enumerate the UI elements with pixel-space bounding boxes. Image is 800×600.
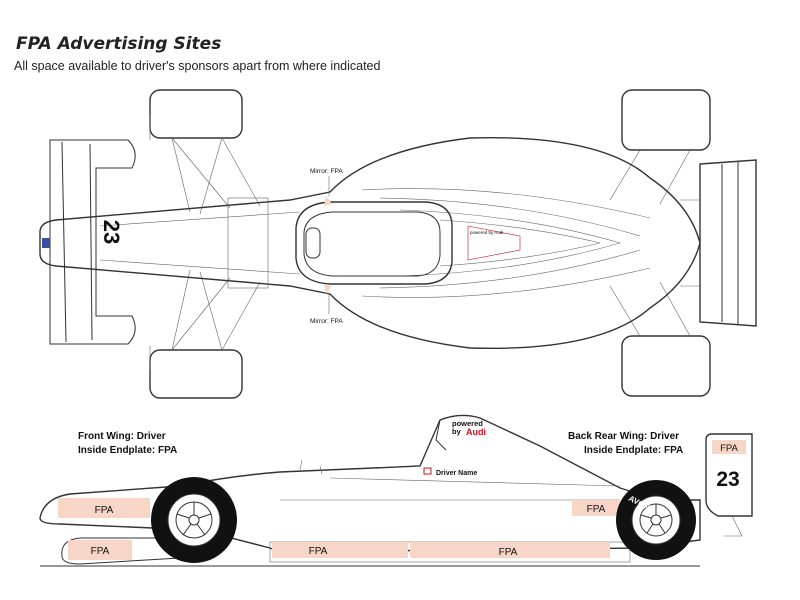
top-rear-wing (680, 159, 757, 327)
top-mirror-upper: Mirror: FPA (310, 168, 343, 206)
side-fpa-nose: FPA (58, 498, 150, 518)
svg-text:powered: powered (452, 419, 483, 428)
front-wing-label-2: Inside Endplate: FPA (78, 445, 177, 456)
side-fpa-front-wing: FPA (68, 540, 132, 560)
top-front-wheel-lower (149, 349, 243, 399)
top-body (39, 136, 701, 350)
endplate-fpa-text: FPA (720, 443, 738, 454)
rear-wing-label-2: Inside Endplate: FPA (584, 445, 683, 456)
top-view: powered by Audi 23 Mirror: FPA Mirror: F… (39, 89, 757, 399)
side-fpa-floor-left: FPA (272, 542, 408, 558)
top-engine-logo-text: powered by Audi (470, 230, 503, 235)
side-front-wheel (151, 477, 237, 563)
side-car-number: 23 (716, 468, 739, 491)
svg-text:FPA: FPA (587, 504, 606, 515)
side-rear-wing-endplate: FPA 23 (705, 433, 753, 537)
page-subtitle: All space available to driver's sponsors… (14, 59, 381, 73)
side-fpa-sidepod: FPA (572, 500, 620, 516)
top-car-number: 23 (99, 220, 124, 244)
svg-text:Audi: Audi (466, 427, 486, 437)
svg-text:FPA: FPA (499, 547, 518, 558)
top-engine-cover-logo: powered by Audi (467, 225, 521, 261)
top-suspension (149, 114, 691, 370)
svg-text:by: by (452, 427, 462, 436)
front-wing-label-1: Front Wing: Driver (78, 431, 166, 442)
top-front-wheel-upper (149, 89, 243, 139)
side-fpa-floor-right: FPA (410, 542, 610, 558)
side-driver-name: Driver Name (423, 467, 477, 477)
mirror-bottom-label: Mirror: FPA (310, 318, 343, 325)
top-cockpit (295, 201, 453, 285)
top-mirror-lower: Mirror: FPA (310, 284, 343, 325)
page-title: FPA Advertising Sites (16, 34, 222, 54)
top-rear-wheel-lower (621, 335, 711, 397)
rear-wing-label-1: Back Rear Wing: Driver (568, 431, 679, 442)
top-rear-wheel-upper (621, 89, 711, 151)
top-front-wing (49, 139, 136, 345)
side-view: Front Wing: Driver Inside Endplate: FPA … (39, 414, 753, 567)
side-rear-wheel: AVON (616, 480, 696, 560)
svg-text:FPA: FPA (95, 505, 114, 516)
top-nose-badge (42, 238, 50, 248)
svg-text:FPA: FPA (91, 546, 110, 557)
side-powered-by-audi: powered by Audi (452, 419, 486, 437)
mirror-top-label: Mirror: FPA (310, 168, 343, 175)
svg-text:Driver Name: Driver Name (436, 470, 477, 477)
svg-text:FPA: FPA (309, 546, 328, 557)
